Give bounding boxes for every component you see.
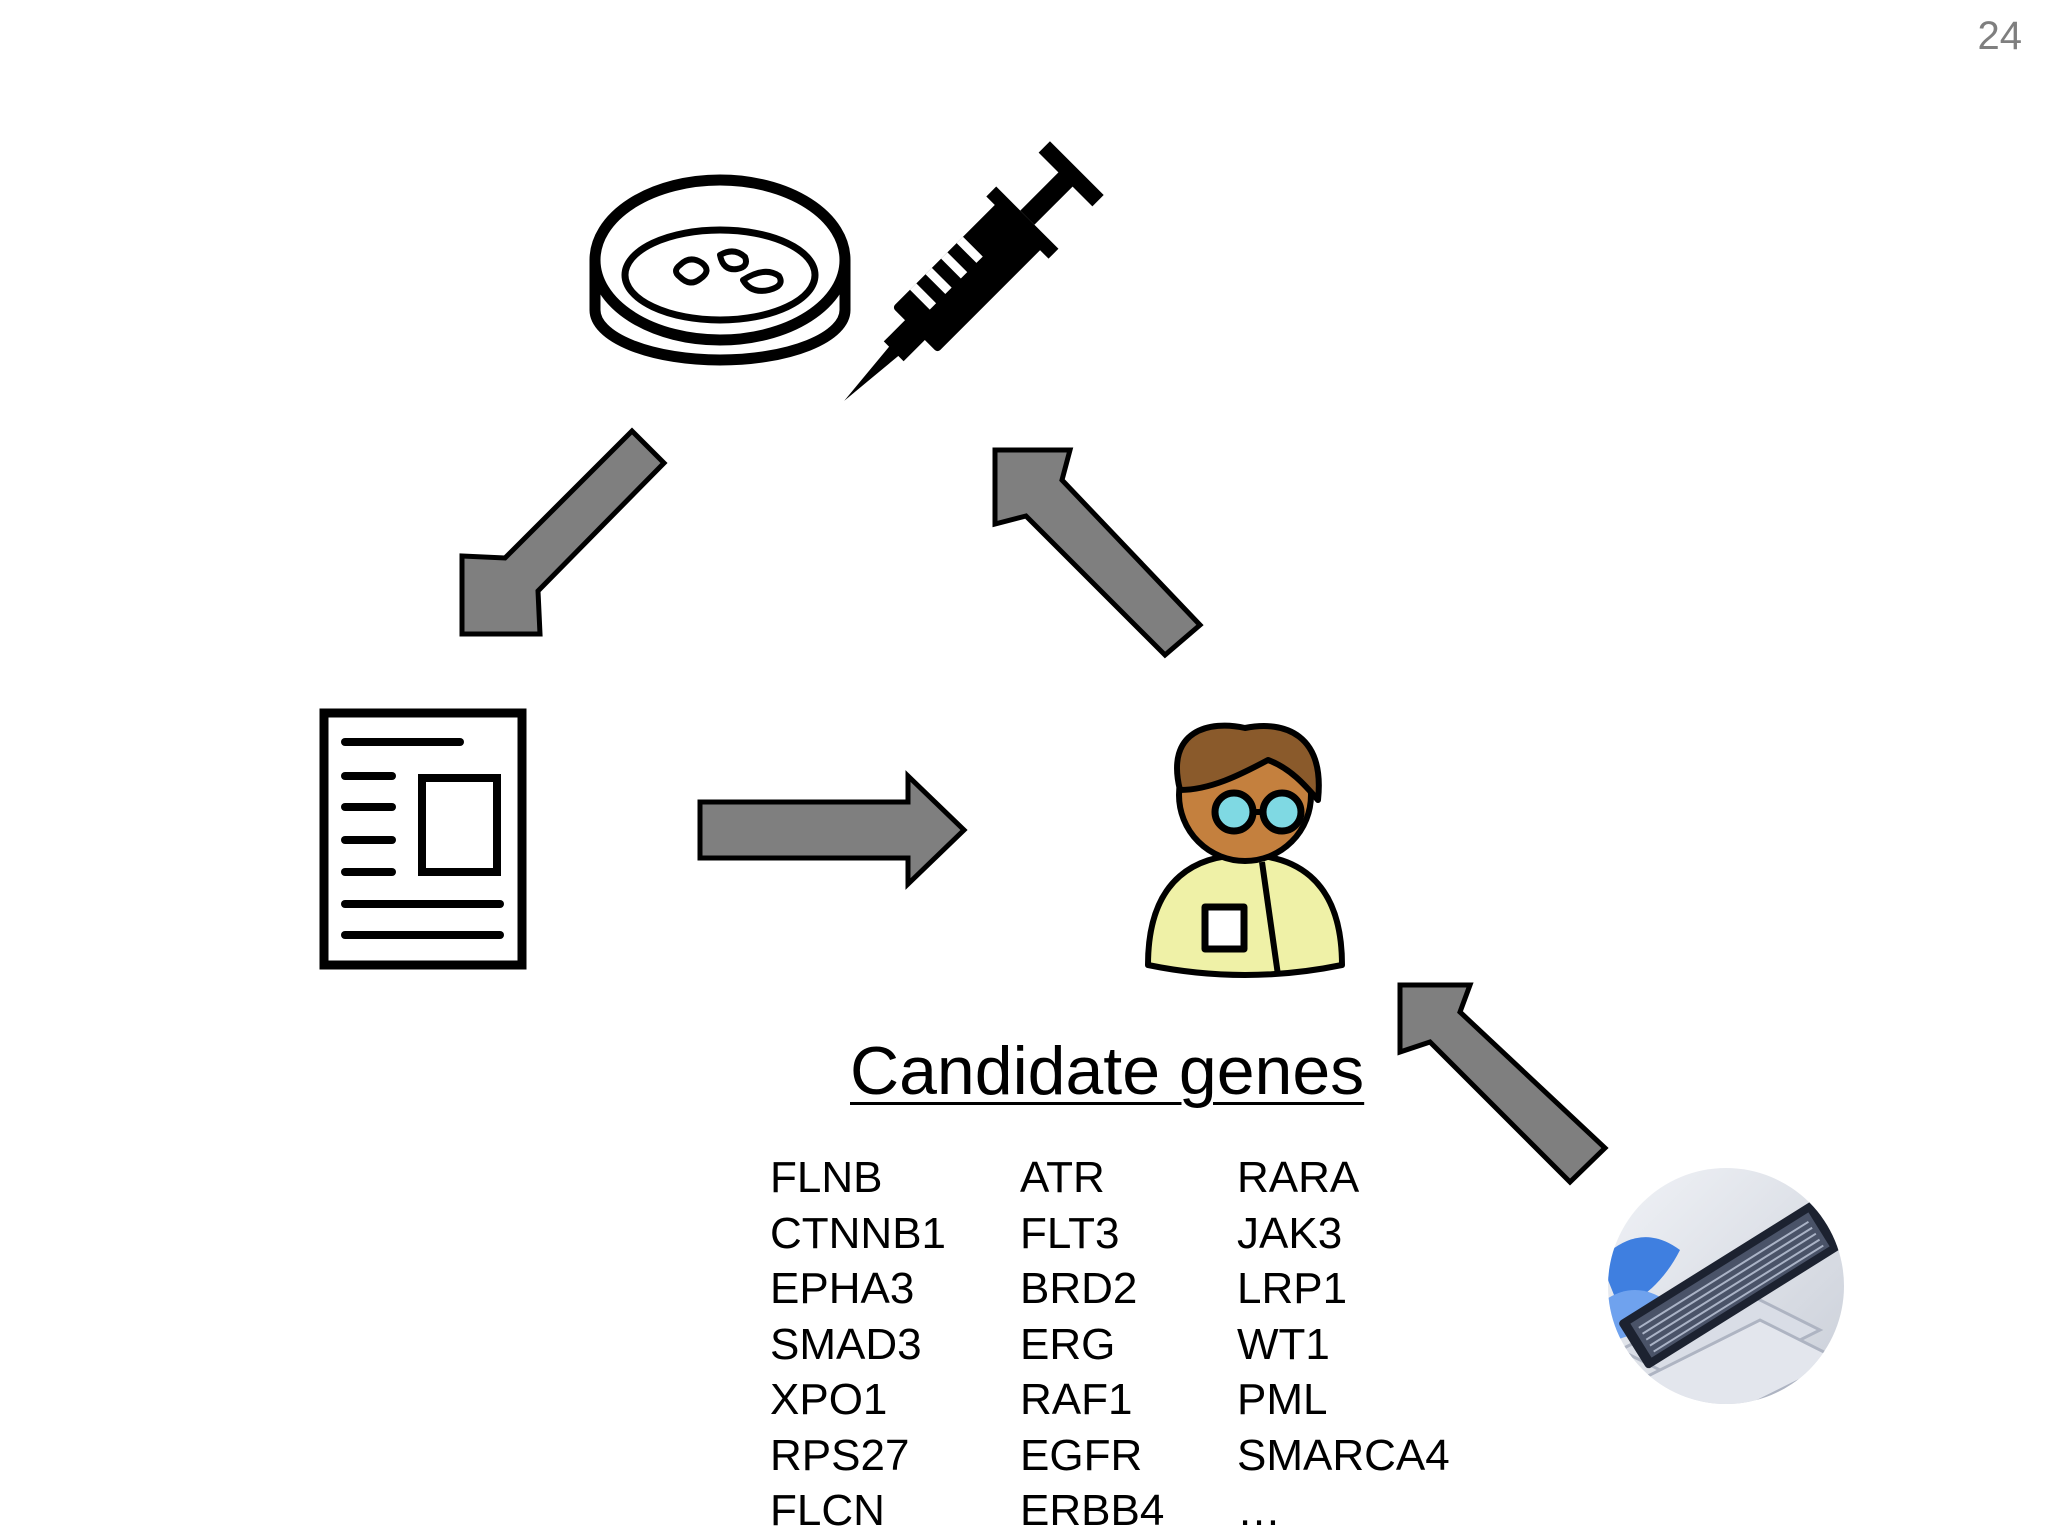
gene-name: JAK3 [1237,1208,1343,1258]
arrow-document-to-scientist [697,770,968,890]
arrow-petri-to-document [459,427,668,637]
arrow-chip-to-scientist [1397,982,1609,1186]
gene-name: WT1 [1237,1319,1330,1369]
gene-column-2: ATR FLT3 BRD2 ERG RAF1 EGFR ERBB4 [1020,1150,1164,1539]
gene-name: RARA [1237,1153,1360,1202]
syringe-icon [844,141,1104,401]
gene-column-1: FLNB CTNNB1 EPHA3 SMAD3 XPO1 RPS27 FLCN [770,1150,946,1539]
gene-name: … [1237,1486,1281,1535]
arrow-scientist-to-petri [992,447,1204,659]
petri-dish-icon [589,174,851,366]
gene-name: SMARCA4 [1237,1430,1450,1480]
gene-name: FLNB [770,1153,883,1202]
microarray-chip-photo [1608,1168,1844,1404]
gene-name: RAF1 [1020,1375,1133,1424]
gene-name: EPHA3 [770,1264,915,1313]
gene-name: ERG [1020,1319,1116,1369]
gene-name: ERBB4 [1020,1486,1165,1535]
gene-name: FLCN [770,1486,885,1535]
gene-name: XPO1 [770,1375,888,1424]
gene-column-3: RARA JAK3 LRP1 WT1 PML SMARCA4 … [1237,1150,1450,1539]
gene-name: LRP1 [1237,1264,1348,1313]
gene-name: EGFR [1020,1430,1143,1480]
gene-name: RPS27 [770,1430,910,1480]
gene-name: BRD2 [1020,1264,1138,1313]
page-number: 24 [1977,14,2023,58]
candidate-genes-title: Candidate genes [850,1033,1365,1109]
gene-name: ATR [1020,1153,1105,1202]
gene-name: PML [1237,1375,1328,1424]
gene-name: SMAD3 [770,1319,922,1369]
document-icon [319,708,527,970]
scientist-icon [1145,722,1345,978]
gene-name: FLT3 [1020,1208,1120,1258]
gene-name: CTNNB1 [770,1208,947,1258]
